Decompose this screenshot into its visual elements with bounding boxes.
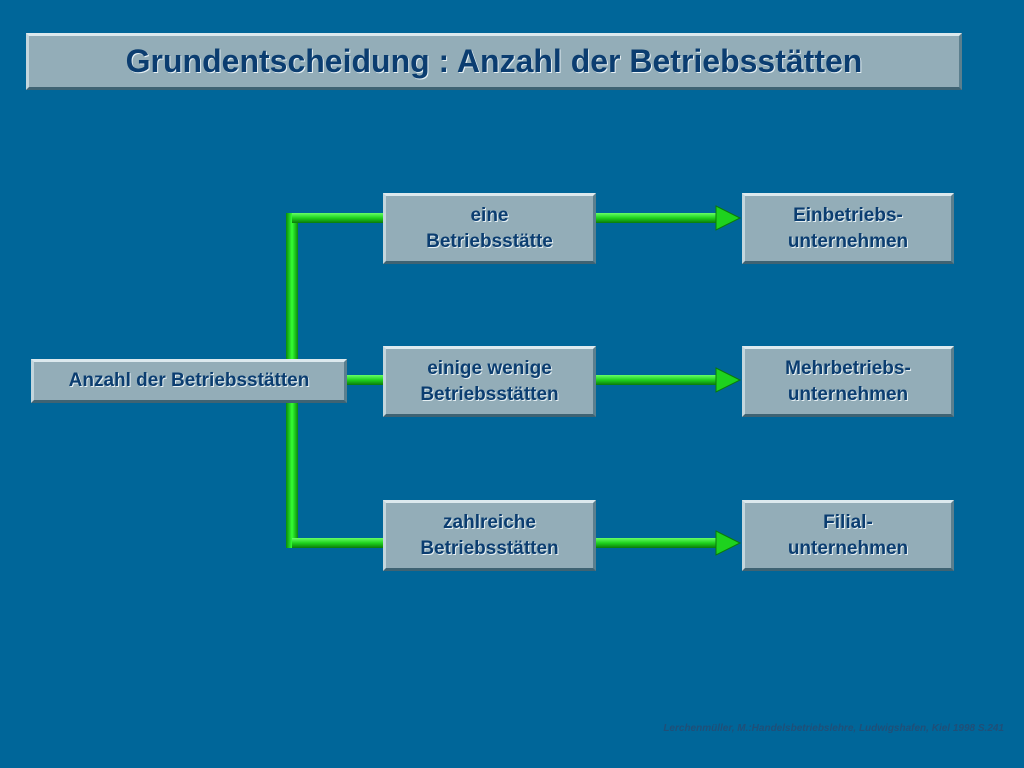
slide-title: Grundentscheidung : Anzahl der Betriebss… <box>26 33 962 90</box>
result-node-2: Mehrbetriebs- unternehmen <box>742 346 954 417</box>
source-citation: Lerchenmüller, M.:Handelsbetriebslehre, … <box>663 723 1004 734</box>
branch-connector-1 <box>292 213 386 223</box>
arrow-2 <box>596 367 742 393</box>
arrow-1 <box>596 205 742 231</box>
result-node-3: Filial- unternehmen <box>742 500 954 571</box>
result-node-1: Einbetriebs- unternehmen <box>742 193 954 264</box>
branch-connector-3 <box>292 538 386 548</box>
condition-node-3: zahlreiche Betriebsstätten <box>383 500 596 571</box>
root-node: Anzahl der Betriebsstätten <box>31 359 347 403</box>
arrow-3 <box>596 530 742 556</box>
condition-node-1: eine Betriebsstätte <box>383 193 596 264</box>
condition-node-2: einige wenige Betriebsstätten <box>383 346 596 417</box>
